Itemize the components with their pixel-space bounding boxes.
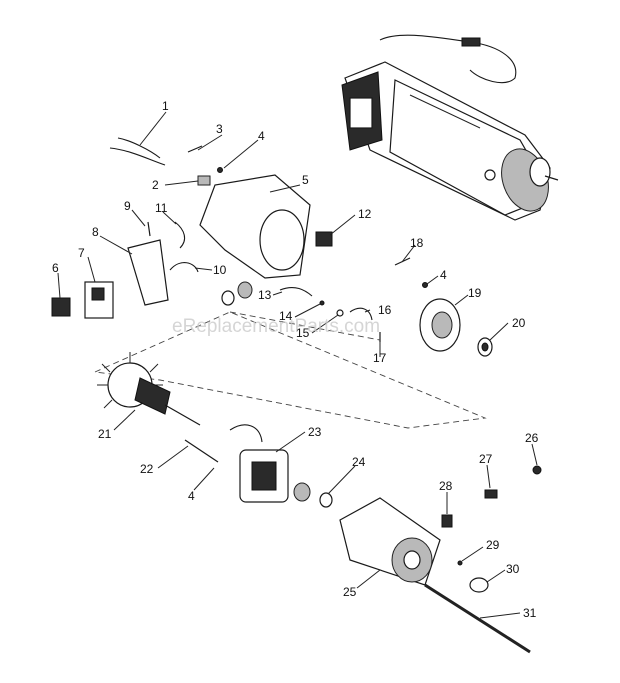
callout-31: 31 (523, 606, 537, 620)
callout-27: 27 (479, 452, 493, 466)
callout-7: 7 (78, 246, 85, 260)
callout-30: 30 (506, 562, 520, 576)
callout-20: 20 (512, 316, 526, 330)
callout-28: 28 (439, 479, 453, 493)
callout-15: 15 (296, 326, 310, 340)
callout-8: 8 (92, 225, 99, 239)
callout-4a: 4 (258, 129, 265, 143)
callout-24: 24 (352, 455, 366, 469)
callout-3: 3 (216, 122, 223, 136)
leader-lines (57, 111, 538, 619)
callout-16: 16 (378, 303, 392, 317)
callout-2: 2 (152, 178, 159, 192)
callout-25: 25 (343, 585, 357, 599)
callout-5: 5 (302, 173, 309, 187)
callout-22: 22 (140, 462, 154, 476)
callout-11: 11 (155, 201, 168, 215)
callout-17: 17 (373, 351, 387, 365)
lower-exploded-group (97, 352, 542, 654)
callout-14: 14 (279, 309, 293, 323)
watermark: eReplacementParts.com (172, 316, 380, 337)
callout-19: 19 (468, 286, 482, 300)
callout-23: 23 (308, 425, 322, 439)
callout-26: 26 (525, 431, 539, 445)
callout-1: 1 (162, 99, 169, 113)
callout-4c: 4 (188, 489, 195, 503)
callout-21: 21 (98, 427, 112, 441)
callout-labels: 1 2 3 4 5 6 7 8 9 11 10 12 13 14 15 16 1… (52, 99, 539, 620)
callout-18: 18 (410, 236, 424, 250)
callout-10: 10 (213, 263, 227, 277)
callout-4b: 4 (440, 268, 447, 282)
callout-29: 29 (486, 538, 500, 552)
plug-icon (461, 37, 481, 47)
upper-exploded-group (51, 137, 493, 357)
callout-6: 6 (52, 261, 59, 275)
assembled-motor (341, 34, 559, 221)
callout-13: 13 (258, 288, 272, 302)
callout-9: 9 (124, 199, 131, 213)
callout-12: 12 (358, 207, 372, 221)
